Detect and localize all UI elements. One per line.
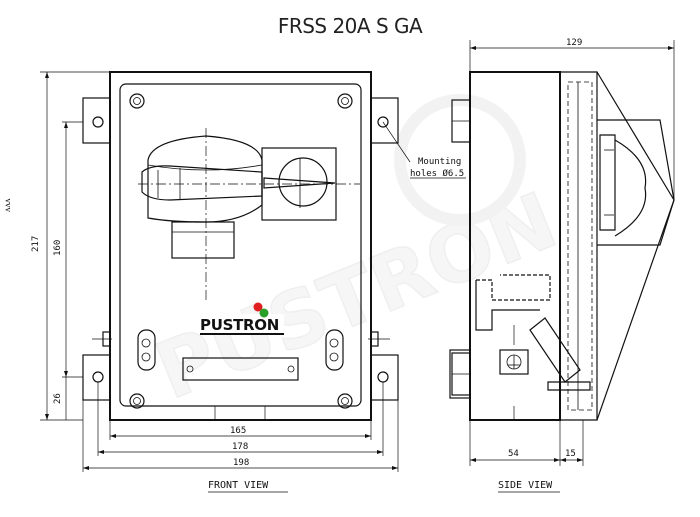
side-view-label: SIDE VIEW [498, 480, 553, 491]
drawing-title: FRSS 20A S GA [277, 14, 423, 38]
dim-small-left: ᴧᴧᴧ [3, 198, 13, 212]
mounting-annotation: Mounting holes Ø6.5 [382, 121, 466, 179]
dim-height-160: 160 [53, 240, 63, 256]
mount-hole-tl [92, 116, 104, 128]
switch-plate [261, 147, 337, 221]
handle-dome [147, 135, 263, 223]
mount-hole-bl [92, 371, 104, 383]
slot-right [325, 329, 344, 371]
front-dimensions: 217 160 26 ᴧᴧᴧ 165 178 198 [3, 71, 399, 472]
side-handle [597, 119, 675, 246]
pustron-logo: PUSTRON [198, 302, 284, 335]
switch-knob [263, 177, 336, 189]
dim-height-total: 217 [31, 236, 41, 252]
bracket-bottom-left [82, 354, 111, 401]
watermark-text: PUSTRON [144, 176, 569, 417]
annotation-line1: Mounting [418, 157, 461, 167]
dim-height-26: 26 [53, 393, 63, 404]
nameplate [182, 357, 299, 381]
dim-side-54: 54 [508, 449, 519, 459]
logo-red-light [253, 302, 263, 312]
side-dimensions: 129 54 15 [469, 38, 675, 466]
watermark: PUSTRON [143, 94, 570, 418]
front-view: PUSTRON [82, 71, 399, 421]
dim-width-198: 198 [233, 458, 249, 468]
bracket-bottom-right [370, 354, 399, 401]
front-view-label: FRONT VIEW [208, 480, 269, 491]
bracket-top-right [370, 97, 399, 144]
logo-green-light [259, 308, 269, 318]
dim-width-178: 178 [232, 442, 248, 452]
lid-screws [129, 93, 353, 409]
handle-lever [141, 165, 263, 201]
dim-side-129: 129 [566, 38, 582, 48]
logo-text: PUSTRON [200, 316, 279, 334]
dim-side-15: 15 [565, 449, 576, 459]
mount-hole-tr [377, 116, 389, 128]
cable-gland [171, 221, 235, 259]
enclosure-lid [119, 83, 362, 407]
bracket-top-left [82, 97, 111, 144]
dim-width-165: 165 [230, 426, 246, 436]
mount-hole-br [377, 371, 389, 383]
slot-left [137, 329, 156, 371]
enclosure-outer [109, 71, 372, 421]
side-view [449, 71, 675, 421]
annotation-line2: holes Ø6.5 [410, 168, 464, 179]
